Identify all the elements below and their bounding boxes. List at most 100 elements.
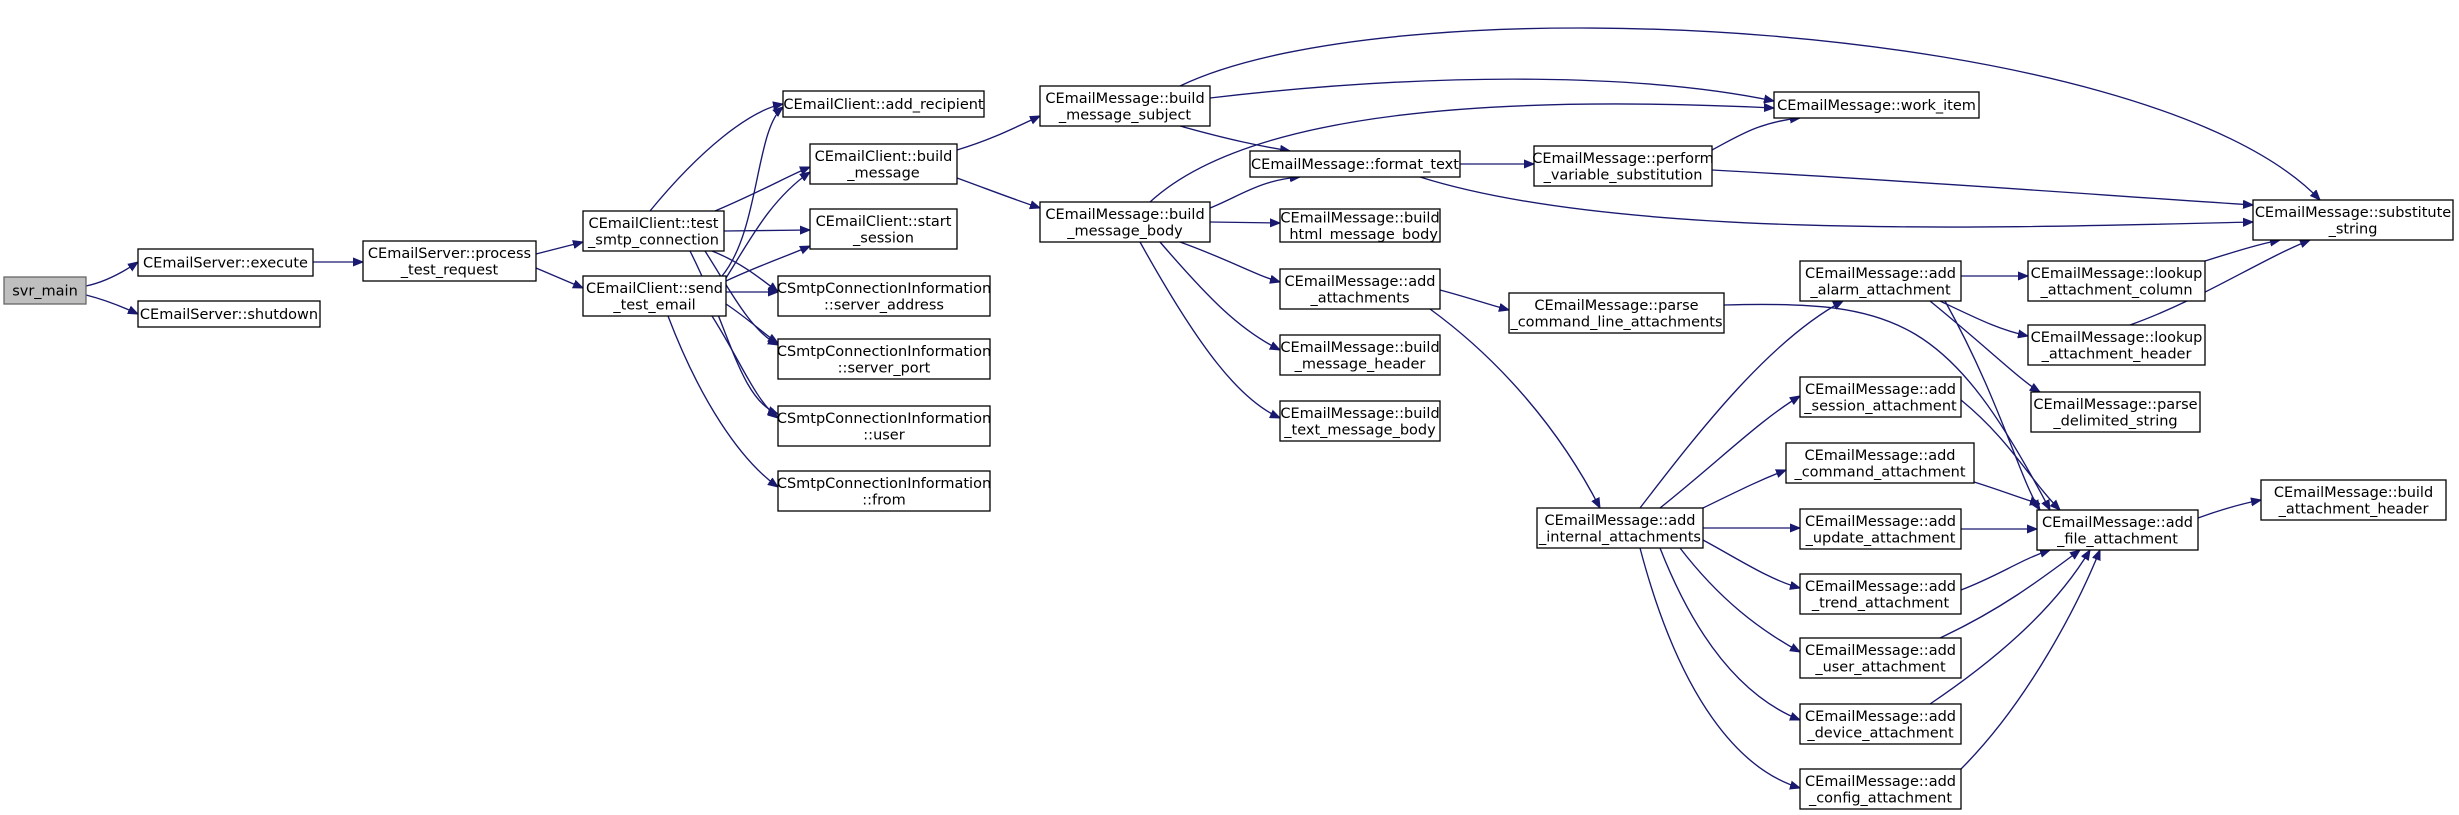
edge-msg_command-to-msg_file bbox=[1973, 481, 2040, 504]
node-label-line: ::from bbox=[862, 492, 906, 508]
edge-msg_file-to-msg_build_att_hdr bbox=[2197, 500, 2261, 519]
node-msg-subject[interactable]: CEmailMessage::build_message_subject bbox=[1039, 85, 1211, 127]
edge-msg_alarm-to-msg_lookup_hdr bbox=[1939, 300, 2028, 336]
node-msg-add-att[interactable]: CEmailMessage::add_attachments bbox=[1279, 268, 1441, 310]
node-msg-perform[interactable]: CEmailMessage::perform_variable_substitu… bbox=[1532, 145, 1714, 187]
node-msg-device[interactable]: CEmailMessage::add_device_attachment bbox=[1799, 703, 1962, 745]
node-label-line: _attachment_header bbox=[2041, 346, 2192, 362]
edge-cli_send-to-sci_port bbox=[725, 303, 778, 343]
node-label-line: _html_message_body bbox=[1281, 227, 1438, 243]
node-msg-session[interactable]: CEmailMessage::add_session_attachment bbox=[1799, 376, 1962, 418]
node-label-line: CEmailMessage::work_item bbox=[1777, 98, 1976, 114]
node-label-line: _attachment_header bbox=[2278, 501, 2429, 517]
edge-msg_body-to-msg_format bbox=[1209, 177, 1300, 209]
node-label-line: ::server_address bbox=[824, 297, 944, 313]
node-label-line: _update_attachment bbox=[1805, 530, 1956, 546]
node-label-line: _session bbox=[852, 230, 914, 246]
node-msg-internal[interactable]: CEmailMessage::add_internal_attachments bbox=[1536, 507, 1704, 549]
node-msg-command[interactable]: CEmailMessage::add_command_attachment bbox=[1785, 442, 1975, 484]
node-label-line: _user_attachment bbox=[1814, 659, 1946, 675]
node-label-line: CEmailMessage::format_text bbox=[1251, 157, 1459, 173]
node-label-line: ::server_port bbox=[838, 360, 931, 376]
node-msg-lookup-hdr[interactable]: CEmailMessage::lookup_attachment_header bbox=[2027, 324, 2206, 366]
node-label-line: CEmailClient::send bbox=[586, 281, 723, 297]
node-label-line: CEmailMessage::add bbox=[1285, 274, 1436, 290]
edge-cli_send-to-cli_build bbox=[725, 172, 810, 279]
node-msg-parse-cmd[interactable]: CEmailMessage::parse_command_line_attach… bbox=[1508, 292, 1725, 334]
node-msg-subst[interactable]: CEmailMessage::substitute_string bbox=[2252, 199, 2454, 241]
node-msg-user[interactable]: CEmailMessage::add_user_attachment bbox=[1799, 637, 1962, 679]
node-msg-alarm[interactable]: CEmailMessage::add_alarm_attachment bbox=[1799, 260, 1962, 302]
node-label-line: _text_message_body bbox=[1283, 422, 1436, 438]
node-label-line: CEmailMessage::add bbox=[1805, 643, 1956, 659]
node-srv-process[interactable]: CEmailServer::process_test_request bbox=[362, 240, 537, 282]
edge-msg_internal-to-msg_device bbox=[1659, 547, 1800, 721]
edge-cli_build-to-msg_body bbox=[956, 177, 1040, 208]
node-cli-test[interactable]: CEmailClient::test_smtp_connection bbox=[582, 210, 725, 252]
node-srv-execute[interactable]: CEmailServer::execute bbox=[137, 248, 314, 277]
node-label-line: _test_email bbox=[612, 297, 695, 313]
edge-msg_body-to-msg_work bbox=[1149, 104, 1774, 203]
node-msg-body[interactable]: CEmailMessage::build_message_body bbox=[1039, 201, 1211, 243]
edge-svr_main-to-srv_execute bbox=[85, 262, 138, 287]
node-label-line: _file_attachment bbox=[2056, 531, 2178, 547]
node-label-line: CEmailClient::start bbox=[816, 214, 952, 230]
edge-msg_alarm-to-msg_parse_delim bbox=[1929, 300, 2040, 392]
node-label-line: CEmailClient::build bbox=[815, 149, 953, 165]
node-sci-user[interactable]: CSmtpConnectionInformation::user bbox=[777, 405, 991, 447]
node-cli-start[interactable]: CEmailClient::start_session bbox=[809, 208, 958, 250]
node-label-line: CSmtpConnectionInformation bbox=[777, 281, 991, 297]
edge-svr_main-to-srv_shutdown bbox=[85, 294, 138, 315]
node-msg-lookup-col[interactable]: CEmailMessage::lookup_attachment_column bbox=[2027, 260, 2206, 302]
node-msg-html[interactable]: CEmailMessage::build_html_message_body bbox=[1279, 208, 1441, 243]
node-label-line: _test_request bbox=[400, 262, 499, 278]
edge-msg_add_att-to-msg_parse_cmd bbox=[1439, 289, 1509, 310]
edge-msg_lookup_col-to-msg_subst bbox=[2204, 240, 2280, 262]
node-label-line: _attachment_column bbox=[2039, 282, 2192, 298]
node-msg-build-att-hdr[interactable]: CEmailMessage::build_attachment_header bbox=[2260, 479, 2447, 521]
edge-msg_internal-to-msg_user bbox=[1679, 547, 1800, 652]
node-msg-trend[interactable]: CEmailMessage::add_trend_attachment bbox=[1799, 573, 1962, 615]
edge-cli_test-to-cli_add_recipient bbox=[649, 104, 783, 212]
node-svr-main[interactable]: svr_main bbox=[3, 276, 87, 305]
node-cli-send[interactable]: CEmailClient::send_test_email bbox=[582, 275, 727, 317]
node-msg-text[interactable]: CEmailMessage::build_text_message_body bbox=[1279, 400, 1441, 442]
node-msg-work[interactable]: CEmailMessage::work_item bbox=[1773, 91, 1980, 119]
node-msg-file[interactable]: CEmailMessage::add_file_attachment bbox=[2036, 509, 2199, 551]
node-label-line: CSmtpConnectionInformation bbox=[777, 476, 991, 492]
node-label-line: CEmailMessage::lookup bbox=[2031, 266, 2203, 282]
node-cli-build[interactable]: CEmailClient::build_message bbox=[809, 143, 958, 185]
node-label-line: _internal_attachments bbox=[1538, 529, 1701, 545]
node-srv-shutdown[interactable]: CEmailServer::shutdown bbox=[137, 300, 321, 328]
edge-cli_build-to-msg_subject bbox=[956, 115, 1040, 151]
node-sci-port[interactable]: CSmtpConnectionInformation::server_port bbox=[777, 338, 991, 380]
edge-msg_subject-to-msg_subst bbox=[1179, 27, 2320, 200]
node-sci-from[interactable]: CSmtpConnectionInformation::from bbox=[777, 470, 991, 512]
node-msg-update[interactable]: CEmailMessage::add_update_attachment bbox=[1799, 508, 1962, 550]
edge-srv_process-to-cli_send bbox=[535, 267, 583, 289]
edge-msg_body-to-msg_header bbox=[1159, 241, 1280, 351]
node-label-line: CEmailMessage::add bbox=[1805, 266, 1956, 282]
edge-msg_format-to-msg_subst bbox=[1419, 176, 2253, 228]
node-label-line: CEmailMessage::parse bbox=[2033, 397, 2197, 413]
node-label-line: _variable_substitution bbox=[1543, 167, 1703, 183]
node-label-line: CEmailServer::shutdown bbox=[140, 307, 318, 323]
edge-cli_test-to-cli_start bbox=[723, 230, 810, 231]
node-sci-addr[interactable]: CSmtpConnectionInformation::server_addre… bbox=[777, 275, 991, 317]
node-cli-add-recipient[interactable]: CEmailClient::add_recipient bbox=[782, 90, 985, 118]
edge-msg_body-to-msg_add_att bbox=[1179, 241, 1280, 282]
node-label-line: CEmailMessage::add bbox=[1805, 382, 1956, 398]
node-label-line: CEmailMessage::build bbox=[1045, 91, 1204, 107]
edge-msg_perform-to-msg_work bbox=[1711, 118, 1800, 151]
node-label-line: CEmailMessage::add bbox=[1805, 774, 1956, 790]
nodes-layer: svr_mainCEmailServer::executeCEmailServe… bbox=[3, 85, 2454, 810]
node-msg-parse-delim[interactable]: CEmailMessage::parse_delimited_string bbox=[2030, 391, 2201, 433]
node-label-line: _message bbox=[846, 165, 919, 181]
node-msg-config[interactable]: CEmailMessage::add_config_attachment bbox=[1799, 768, 1962, 810]
node-label-line: _message_header bbox=[1294, 356, 1426, 372]
node-msg-header[interactable]: CEmailMessage::build_message_header bbox=[1279, 334, 1441, 376]
node-label-line: CEmailClient::test bbox=[589, 216, 719, 232]
node-label-line: _device_attachment bbox=[1806, 725, 1954, 741]
node-msg-format[interactable]: CEmailMessage::format_text bbox=[1249, 150, 1461, 178]
